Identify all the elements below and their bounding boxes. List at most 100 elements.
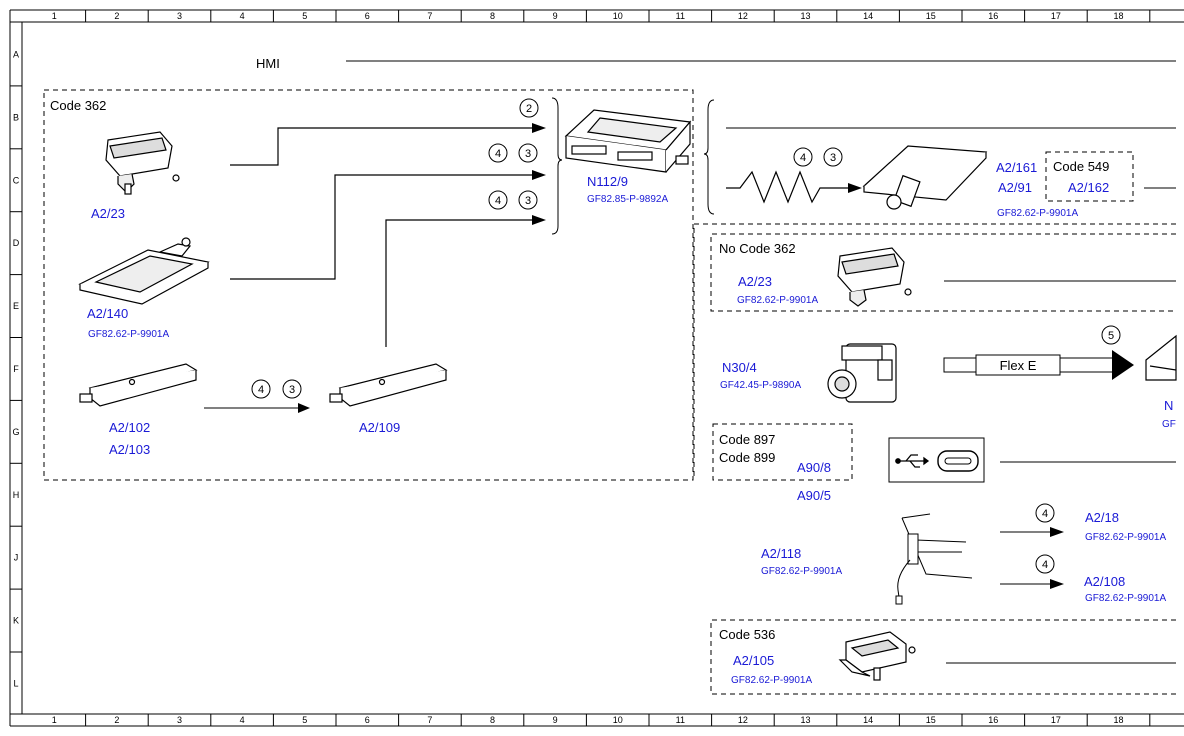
code362-box	[43, 89, 694, 481]
flex-e-arrowhead	[1112, 350, 1134, 380]
column-label: 10	[613, 11, 623, 21]
marker-5-circle	[1101, 325, 1121, 345]
n112-9-ref: GF82.85-P-9892A	[587, 194, 668, 205]
column-label: 12	[738, 715, 748, 725]
flex-e-box	[975, 354, 1061, 376]
column-label: 16	[988, 715, 998, 725]
column-label: 9	[553, 715, 558, 725]
marker-4: 4	[258, 384, 264, 396]
marker-4c-circle	[488, 190, 508, 210]
code549-box	[1045, 151, 1134, 202]
a2-23-label: A2/23	[91, 206, 125, 221]
column-label: 14	[863, 11, 873, 21]
frame-border	[9, 9, 1184, 727]
marker-3c: 3	[525, 195, 531, 207]
column-label: 10	[613, 715, 623, 725]
arrowhead-a2-108	[1050, 579, 1064, 589]
arrowhead-1	[532, 123, 546, 133]
usb-icon	[895, 454, 930, 468]
connections-to-n112	[230, 127, 534, 347]
column-label: 5	[302, 11, 307, 21]
code536-title: Code 536	[719, 627, 775, 642]
a2-23-module-icon-2	[837, 247, 912, 307]
column-label: 8	[490, 715, 495, 725]
marker-4e: 4	[1042, 508, 1048, 520]
marker-2-circle	[519, 98, 539, 118]
hmi-label: HMI	[256, 56, 280, 71]
marker-3b-circle	[518, 143, 538, 163]
column-label: 3	[177, 11, 182, 21]
a2-140-tray-icon	[78, 237, 210, 305]
a2-105-label: A2/105	[733, 653, 774, 668]
marker-4f-circle	[1035, 554, 1055, 574]
marker-3d: 3	[830, 152, 836, 164]
row-label: G	[12, 427, 19, 437]
left-brace	[551, 97, 563, 235]
code549-label: Code 549	[1053, 159, 1109, 174]
marker-4c: 4	[495, 195, 501, 207]
column-label: 7	[427, 11, 432, 21]
marker-4b-circle	[488, 143, 508, 163]
n30-4-ref: GF42.45-P-9890A	[720, 380, 801, 391]
cutoff-unit-icon	[1145, 334, 1177, 381]
a2-102-antenna-icon	[79, 363, 198, 407]
arrowhead-2	[532, 170, 546, 180]
column-label: 8	[490, 11, 495, 21]
row-label: K	[13, 616, 19, 626]
column-label: 6	[365, 11, 370, 21]
flex-e-label: Flex E	[1000, 358, 1037, 373]
a2-108-label: A2/108	[1084, 574, 1125, 589]
no-code362-title: No Code 362	[719, 241, 796, 256]
a2-161-ref: GF82.62-P-9901A	[997, 208, 1078, 219]
no-code362-a2-23-label: A2/23	[738, 274, 772, 289]
marker-4b: 4	[495, 148, 501, 160]
code897-box	[712, 423, 853, 481]
a2-109-antenna-icon	[329, 363, 448, 407]
n112-9-label: N112/9	[587, 174, 628, 189]
row-ticks	[10, 85, 22, 653]
column-label: 15	[926, 715, 936, 725]
column-label: 17	[1051, 715, 1061, 725]
marker-4e-circle	[1035, 503, 1055, 523]
marker-3d-circle	[823, 147, 843, 167]
a2-102-label: A2/102	[109, 420, 150, 435]
marker-2: 2	[526, 103, 532, 115]
column-label: 13	[800, 11, 810, 21]
marker-4-circle	[251, 379, 271, 399]
no-code362-a2-23-ref: GF82.62-P-9901A	[737, 295, 818, 306]
column-labels: 1122334455667788991010111112121313141415…	[52, 11, 1124, 725]
a2-23-module-icon	[105, 131, 180, 195]
column-label: 13	[800, 715, 810, 725]
n30-4-label: N30/4	[722, 360, 757, 375]
column-label: 4	[240, 715, 245, 725]
a2-140-ref: GF82.62-P-9901A	[88, 329, 169, 340]
marker-3c-circle	[518, 190, 538, 210]
cutoff-ref: GF	[1162, 419, 1176, 430]
a2-105-module-icon	[838, 631, 916, 681]
a90-8-label: A90/8	[797, 460, 831, 475]
a2-103-label: A2/103	[109, 442, 150, 457]
column-label: 4	[240, 11, 245, 21]
column-label: 16	[988, 11, 998, 21]
a90-5-label: A90/5	[797, 488, 831, 503]
marker-5: 5	[1108, 330, 1114, 342]
column-label: 9	[553, 11, 558, 21]
row-label: E	[13, 301, 19, 311]
right-brace	[703, 99, 715, 215]
a2-118-ref: GF82.62-P-9901A	[761, 566, 842, 577]
row-label: B	[13, 112, 19, 122]
column-label: 15	[926, 11, 936, 21]
marker-4f: 4	[1042, 559, 1048, 571]
marker-3b: 3	[525, 148, 531, 160]
marker-4d: 4	[800, 152, 806, 164]
row-label: A	[13, 49, 19, 59]
a2-91-label: A2/91	[998, 180, 1032, 195]
column-label: 11	[676, 715, 685, 725]
column-ticks	[85, 10, 1151, 726]
a2-18-ref: GF82.62-P-9901A	[1085, 532, 1166, 543]
row-label: C	[13, 175, 20, 185]
code899-label: Code 899	[719, 450, 775, 465]
column-label: 5	[302, 715, 307, 725]
